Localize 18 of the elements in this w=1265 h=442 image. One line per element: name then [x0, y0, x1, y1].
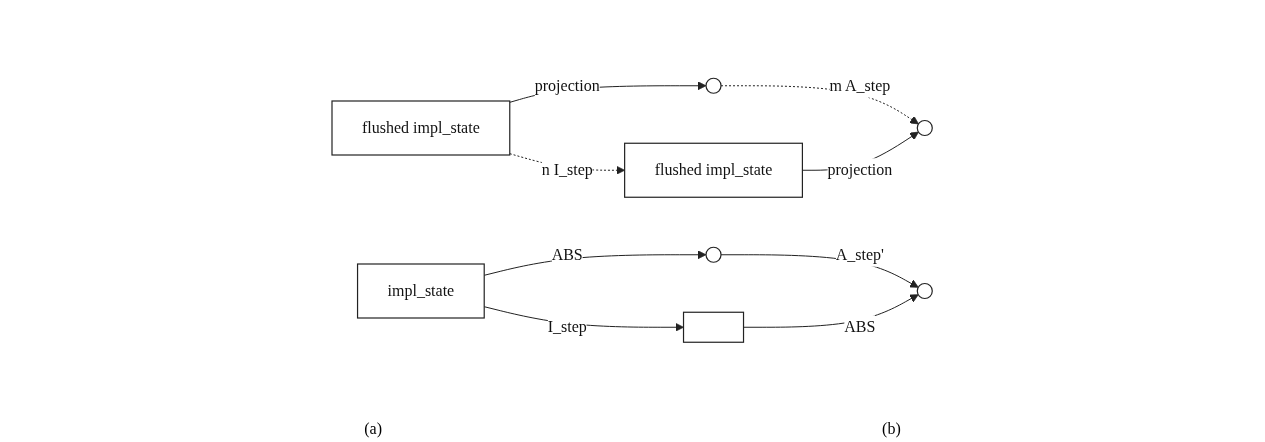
panel-label: (b) [882, 420, 901, 438]
edge-label: ABS [552, 245, 584, 263]
node-box: flushed impl_state [331, 100, 511, 156]
node-circle [917, 282, 934, 300]
node-box: flushed impl_state [624, 142, 804, 198]
edge-label: projection [535, 76, 600, 94]
node-box [683, 311, 745, 343]
edge-label: A_step' [836, 245, 885, 263]
node-circle [705, 246, 722, 263]
edge-label: I_step [548, 318, 588, 336]
edge-label: ABS [844, 318, 876, 336]
node-circle [705, 77, 722, 94]
panel-label: (a) [364, 420, 383, 438]
edge-label: projection [827, 161, 893, 179]
node-circle [917, 119, 934, 137]
node-box: impl_state [357, 263, 486, 319]
edge-label: m A_step [829, 76, 891, 94]
edge-label: n I_step [542, 161, 594, 179]
